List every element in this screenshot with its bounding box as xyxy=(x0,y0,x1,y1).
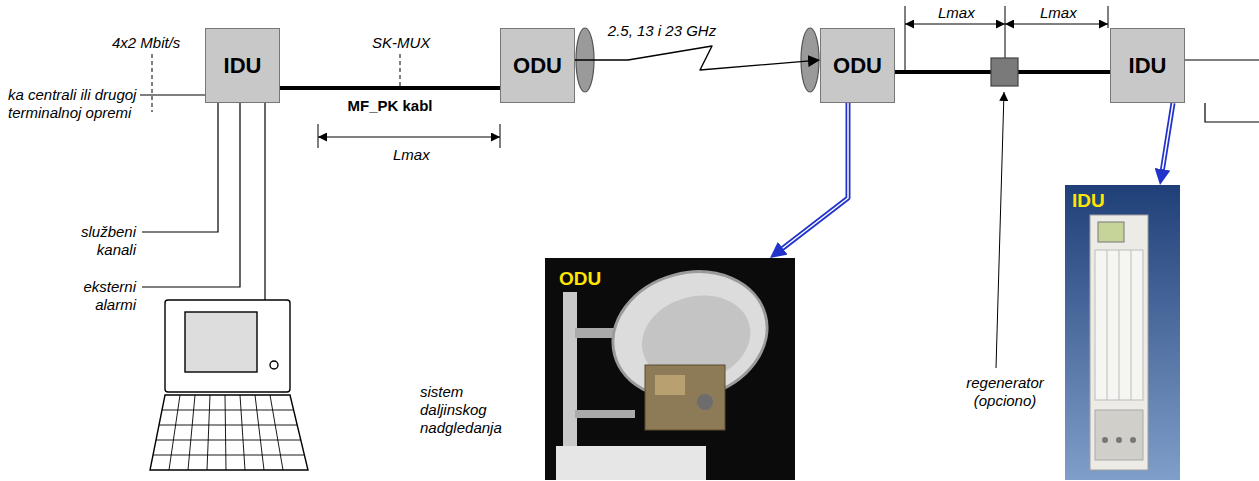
dimension-line xyxy=(1005,6,1006,58)
signal-marker xyxy=(400,54,401,86)
interface-label: ka centrali ili drugoj terminalnoj oprem… xyxy=(8,86,143,122)
radio-link xyxy=(575,46,810,70)
service-wire xyxy=(142,103,265,300)
unit-name: ODU xyxy=(513,53,562,79)
dimension-line xyxy=(318,124,500,148)
unit-name: IDU xyxy=(224,53,262,79)
photo-pointer xyxy=(778,103,848,252)
unit-name: IDU xyxy=(1129,53,1167,79)
cable-link xyxy=(280,86,500,90)
dimension-line xyxy=(500,124,501,148)
interface-label: eksterni alarmi xyxy=(56,278,136,314)
regenerator-box xyxy=(991,58,1018,86)
odu-photo-illustration xyxy=(655,375,685,395)
dimension-label: Lmax xyxy=(393,146,430,164)
indoor-unit-box: IDU xyxy=(1110,28,1185,103)
odu-photo-illustration xyxy=(556,446,706,480)
laptop-icon xyxy=(150,300,308,470)
laptop-icon xyxy=(165,300,290,392)
odu-photo-illustration xyxy=(697,394,713,410)
laptop-icon xyxy=(270,361,278,369)
leader-line xyxy=(996,92,1004,368)
idu-photo-illustration xyxy=(1065,185,1180,480)
outdoor-unit-box: ODU xyxy=(500,28,575,103)
indoor-unit-box: IDU xyxy=(205,28,280,103)
idu-photo: IDU xyxy=(1065,185,1180,480)
signal-label: 4x2 Mbit/s xyxy=(112,34,180,52)
photo-pointer xyxy=(1162,103,1173,175)
photo-pointer xyxy=(1163,103,1173,169)
outgoing-wire xyxy=(1185,60,1259,122)
laptop-icon xyxy=(153,395,304,470)
service-wire xyxy=(264,103,265,300)
cable-link xyxy=(280,88,500,89)
radio-link xyxy=(575,46,810,70)
idu-photo-illustration xyxy=(1095,410,1143,460)
photo-pointer xyxy=(1162,103,1173,175)
outgoing-wire xyxy=(1205,103,1259,122)
photo-pointer xyxy=(783,103,848,248)
odu-photo-illustration xyxy=(545,255,795,480)
part-label: regenerator (opciono) xyxy=(950,374,1060,410)
dimension-label: Lmax xyxy=(938,4,975,22)
dimension-line xyxy=(1005,24,1108,25)
unit-name: IDU xyxy=(1072,190,1105,212)
laptop-icon xyxy=(185,312,257,372)
dimension-line xyxy=(905,24,1005,25)
idu-photo-illustration xyxy=(1090,215,1148,470)
part-label: sistem daljinskog nadgledanja xyxy=(420,383,525,437)
idu-photo-illustration xyxy=(1102,437,1108,443)
odu-photo: ODU xyxy=(545,258,795,480)
dimension-label: Lmax xyxy=(1040,4,1077,22)
exchange-wire xyxy=(140,94,205,95)
exchange-wire xyxy=(140,94,205,95)
signal-marker xyxy=(152,54,153,112)
odu-photo-illustration xyxy=(575,410,635,418)
idu-photo-illustration xyxy=(1098,222,1124,242)
dimension-line xyxy=(1108,6,1109,28)
regenerator-box xyxy=(991,58,1018,86)
dimension-line xyxy=(905,6,906,70)
antenna-dish xyxy=(801,28,819,92)
idu-photo-illustration xyxy=(1107,250,1131,400)
idu-photo-illustration xyxy=(1095,250,1143,400)
unit-name: ODU xyxy=(559,268,601,290)
link-label: MF_PK kabl xyxy=(345,97,434,115)
link-label: 2.5, 13 i 23 GHz xyxy=(606,22,718,40)
outdoor-unit-box: ODU xyxy=(820,28,895,103)
laptop-icon xyxy=(150,395,308,470)
unit-name: ODU xyxy=(833,53,882,79)
idu-photo-illustration xyxy=(1130,437,1136,443)
dimension-line xyxy=(318,124,319,148)
photo-pointer xyxy=(778,103,848,252)
idu-photo-illustration xyxy=(1065,185,1180,480)
signal-label: SK-MUX xyxy=(372,34,430,52)
outgoing-wire xyxy=(1185,59,1259,60)
service-wire xyxy=(142,103,240,287)
idu-photo-illustration xyxy=(1116,437,1122,443)
service-wire xyxy=(142,103,218,232)
odu-photo-illustration xyxy=(645,365,725,430)
leader-line xyxy=(996,92,1004,368)
interface-label: službeni kanali xyxy=(56,223,136,259)
dimension-line xyxy=(318,137,500,138)
